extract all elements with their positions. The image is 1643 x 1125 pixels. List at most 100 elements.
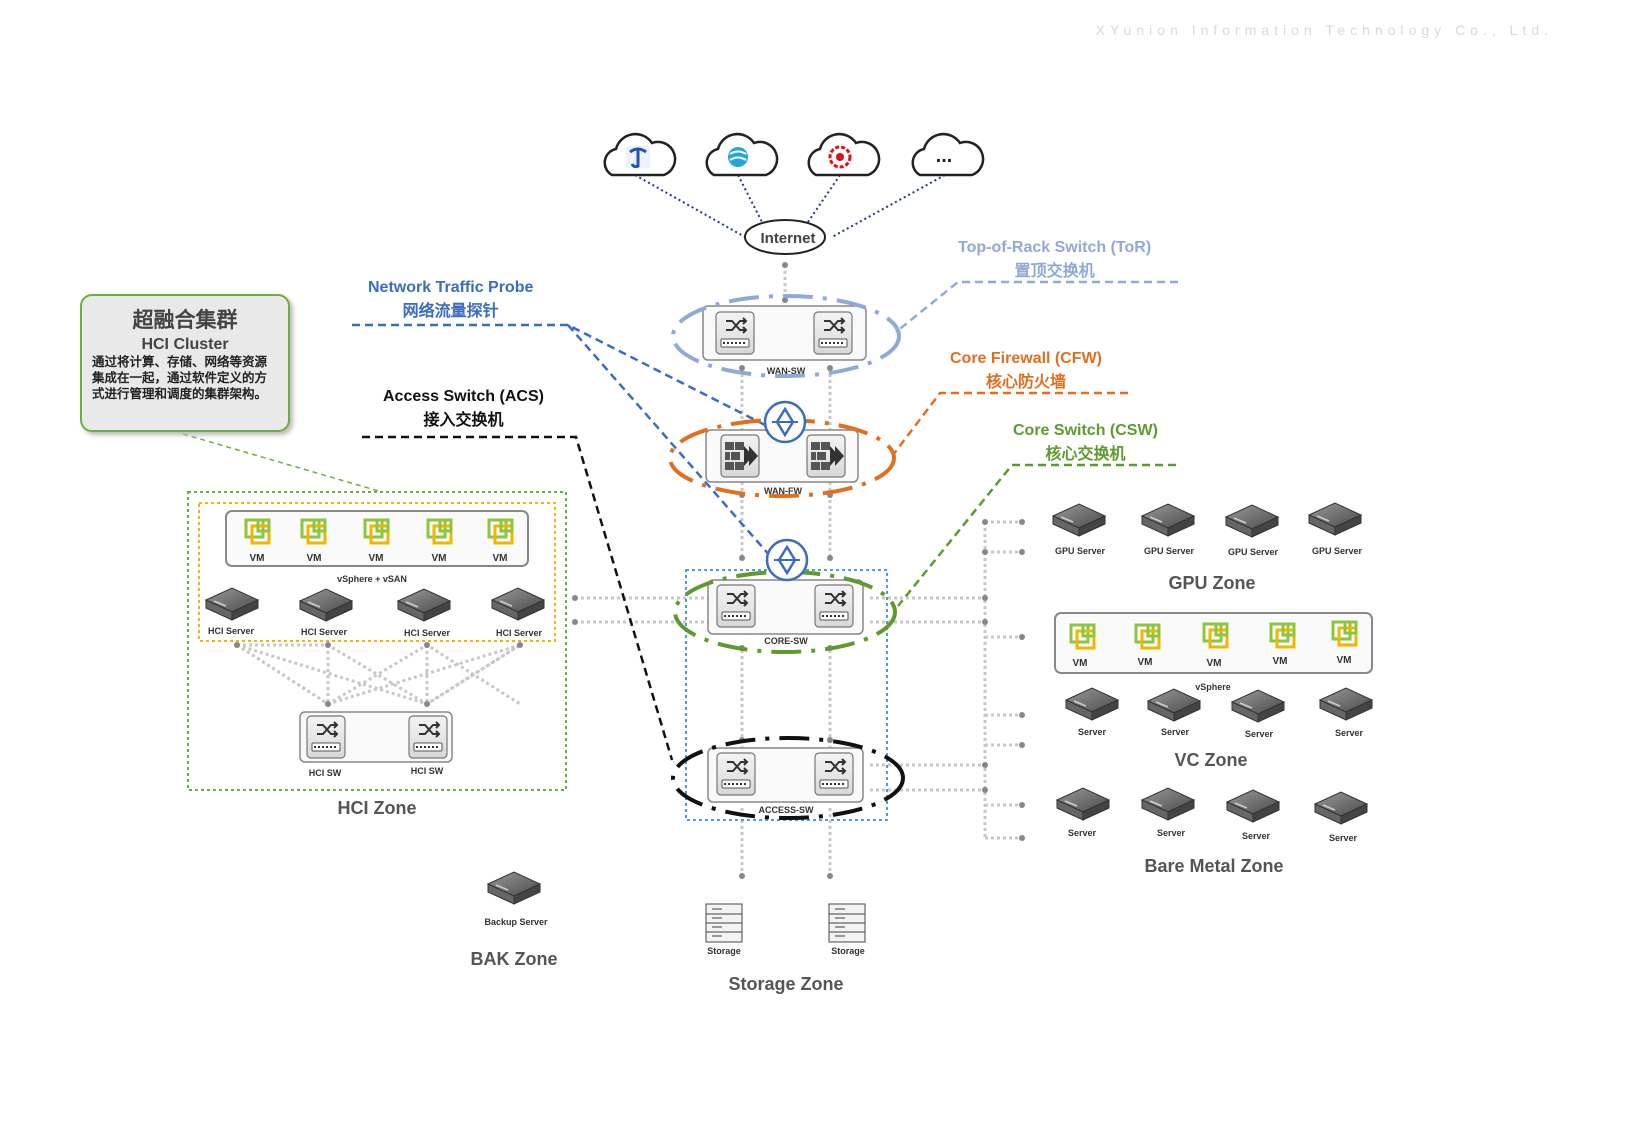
core-area-box [685, 569, 888, 821]
cfw-highlight-ring [668, 418, 896, 498]
server-icon [205, 587, 259, 621]
core-sw-device [707, 579, 864, 635]
hci-vm-labels: VM VM VM VM VM [250, 553, 508, 564]
hci-sw-device [299, 711, 453, 763]
vc-zone-label: VC Zone [1174, 750, 1247, 770]
baremetal-server-label: Server [1329, 833, 1358, 843]
probe-icon-core [765, 538, 809, 582]
gpu-server-labels: GPU Server GPU Server GPU Server GPU Ser… [1055, 546, 1363, 557]
storage-label: Storage [831, 946, 865, 956]
vc-server-label: Server [1161, 727, 1190, 737]
hci-server-label: HCI Server [208, 626, 255, 636]
unicom-icon [828, 145, 852, 169]
csw-highlight-ring [673, 570, 897, 654]
server-icon [1141, 787, 1195, 821]
cfw-legend-en: Core Firewall (CFW) [950, 350, 1103, 367]
network-links [236, 265, 1022, 875]
isp-cloud-more: ... [911, 132, 985, 177]
server-icon [1065, 687, 1119, 721]
more-icon: ... [936, 145, 953, 167]
server-icon [299, 588, 353, 622]
server-icon [1314, 791, 1368, 825]
vc-vm-labels: VM VM VM VM VM [1073, 655, 1352, 669]
link-endpoints [234, 262, 1025, 879]
gpu-server-label: GPU Server [1312, 546, 1363, 556]
vc-server-label: Server [1078, 727, 1107, 737]
gpu-server-label: GPU Server [1055, 546, 1106, 556]
tor-legend: Top-of-Rack Switch (ToR) 置顶交换机 [958, 239, 1151, 281]
server-icon [1319, 687, 1373, 721]
server-icon [1308, 502, 1362, 536]
vm-label: VM [1207, 658, 1222, 669]
callout-title-en: HCI Cluster [141, 336, 229, 353]
wan-fw-label: WAN-FW [764, 486, 802, 496]
vc-server-icons [1065, 687, 1373, 723]
hci-sw-label: HCI SW [411, 766, 444, 776]
vm-label: VM [250, 553, 265, 564]
core-sw-label: CORE-SW [764, 636, 808, 646]
tor-legend-en: Top-of-Rack Switch (ToR) [958, 239, 1152, 256]
vm-label: VM [1337, 655, 1352, 666]
storage-label: Storage [707, 946, 741, 956]
baremetal-zone-label: Bare Metal Zone [1144, 856, 1283, 876]
storage-icon [828, 903, 866, 943]
legend-connectors [182, 280, 1178, 761]
storage-icon [705, 903, 743, 943]
tor-legend-cn: 置顶交换机 [1014, 263, 1095, 280]
acs-legend-en: Access Switch (ACS) [383, 388, 544, 405]
csw-legend: Core Switch (CSW) 核心交换机 [1013, 422, 1158, 464]
vm-label: VM [432, 553, 447, 564]
mobile-icon [728, 147, 748, 167]
backup-server-label: Backup Server [484, 917, 548, 927]
gpu-server-label: GPU Server [1228, 547, 1279, 557]
internet-links [634, 174, 946, 238]
internet-node [744, 219, 826, 255]
access-sw-device [707, 747, 864, 803]
hci-zone-box [187, 491, 567, 791]
vc-server-label: Server [1335, 728, 1364, 738]
baremetal-server-label: Server [1157, 828, 1186, 838]
tor-highlight-ring [671, 294, 901, 378]
bak-zone-label: BAK Zone [471, 949, 558, 969]
hci-server-icons [205, 587, 545, 622]
acs-legend-cn: 接入交换机 [423, 412, 504, 429]
storage-zone-label: Storage Zone [728, 974, 843, 994]
server-icon [1052, 503, 1106, 537]
server-icon [1225, 504, 1279, 538]
server-icon [1056, 787, 1110, 821]
server-icon [491, 587, 545, 621]
acs-legend: Access Switch (ACS) 接入交换机 [383, 388, 544, 430]
access-sw-label: ACCESS-SW [758, 805, 814, 815]
cfw-legend: Core Firewall (CFW) 核心防火墙 [950, 350, 1102, 392]
cfw-legend-cn: 核心防火墙 [986, 374, 1067, 391]
vsan-cluster-box [198, 502, 556, 642]
internet-label: Internet [760, 230, 815, 247]
vm-label: VM [307, 553, 322, 564]
hci-cluster-callout: 超融合集群 HCI Cluster 通过将计算、存储、网络等资源集成在一起，通过… [80, 294, 290, 432]
baremetal-server-label: Server [1242, 831, 1271, 841]
callout-title-cn: 超融合集群 [132, 309, 238, 332]
hci-zone-label: HCI Zone [338, 798, 417, 818]
hci-server-label: HCI Server [496, 628, 543, 638]
vc-server-label: Server [1245, 729, 1274, 739]
server-icon [397, 588, 451, 622]
backup-server-icon [487, 871, 541, 905]
hci-server-labels: HCI Server HCI Server HCI Server HCI Ser… [208, 626, 543, 638]
baremetal-server-labels: Server Server Server Server [1068, 828, 1358, 843]
baremetal-server-label: Server [1068, 828, 1097, 838]
vc-platform-label: vSphere [1195, 682, 1231, 692]
vm-label: VM [369, 553, 384, 564]
hci-platform-label: vSphere + vSAN [337, 574, 407, 584]
hci-server-label: HCI Server [404, 628, 451, 638]
wan-sw-label: WAN-SW [767, 366, 806, 376]
hci-server-label: HCI Server [301, 627, 348, 637]
telecom-icon [626, 146, 650, 169]
company-name: XYunion Information Technology Co., Ltd. [1095, 22, 1553, 38]
server-icon [1147, 688, 1201, 722]
probe-legend: Network Traffic Probe 网络流量探针 [368, 279, 533, 321]
baremetal-server-icons [1056, 787, 1368, 825]
wan-sw-device [702, 305, 867, 361]
isp-cloud-unicom [807, 132, 881, 177]
csw-legend-en: Core Switch (CSW) [1013, 422, 1158, 439]
gpu-server-icons [1052, 502, 1362, 538]
